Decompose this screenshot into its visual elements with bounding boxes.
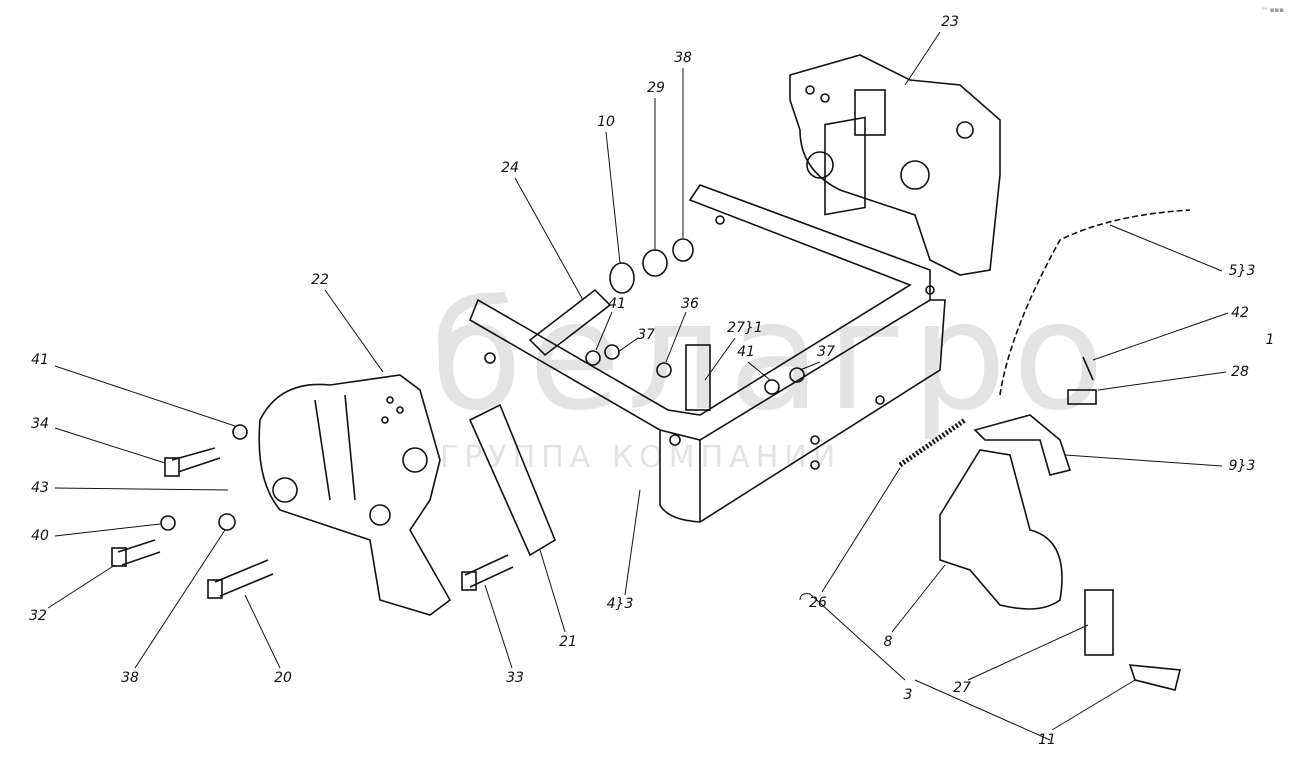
callout-41: 41 (608, 296, 626, 312)
corner-mark: ᵉᵉ ▪▪▪ (1261, 6, 1284, 14)
callout-1: 1 (1265, 332, 1275, 348)
callout-10: 10 (597, 114, 615, 130)
callout-23: 23 (941, 14, 959, 30)
leader-lines (47, 31, 1229, 741)
callout-22: 22 (311, 272, 329, 288)
callout-37: 37 (637, 327, 655, 343)
frame-part-4 (469, 116, 946, 523)
callout-38: 38 (121, 670, 139, 686)
callout-3: 3 (903, 687, 913, 703)
callout-34: 34 (31, 416, 49, 432)
callout-43: 43 (31, 480, 49, 496)
right-bracket-part-23 (789, 54, 1001, 276)
callout-20: 20 (274, 670, 292, 686)
watermark-brand: белагро (430, 270, 1111, 444)
callout-27: 27 (953, 680, 971, 696)
callout-40: 40 (31, 528, 49, 544)
callout-8: 8 (883, 634, 893, 650)
callout-32: 32 (29, 608, 47, 624)
callout-26: 26 (809, 595, 827, 611)
hook-assembly (898, 209, 1191, 691)
callout-38: 38 (674, 50, 692, 66)
callout-33: 33 (506, 670, 524, 686)
callout-11: 11 (1038, 732, 1056, 748)
callout-4-3: 4}3 (606, 596, 634, 612)
callout-21: 21 (559, 634, 577, 650)
stud-assembly (528, 238, 694, 357)
callout-42: 42 (1231, 305, 1249, 321)
callout-27-1: 27}1 (727, 320, 763, 336)
small-hardware (111, 344, 805, 599)
callout-24: 24 (501, 160, 519, 176)
callout-9-3: 9}3 (1228, 458, 1256, 474)
watermark-subtitle: ГРУППА КОМПАНИЙ (440, 440, 842, 475)
left-bracket-part-22 (258, 374, 452, 616)
callout-37: 37 (817, 344, 835, 360)
callout-29: 29 (647, 80, 665, 96)
callout-36: 36 (681, 296, 699, 312)
callout-41: 41 (737, 344, 755, 360)
callout-41: 41 (31, 352, 49, 368)
callout-5-3: 5}3 (1228, 263, 1256, 279)
callout-28: 28 (1231, 364, 1249, 380)
